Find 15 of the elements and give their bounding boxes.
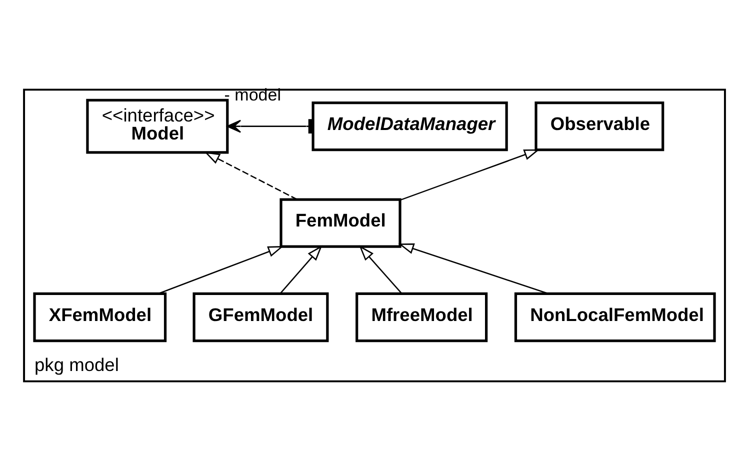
node-box: <<interface>> Model — [86, 98, 229, 154]
arrow — [226, 119, 313, 134]
arrow — [359, 245, 402, 294]
node-box: MfreeModel — [356, 292, 488, 342]
node-box: FemModel — [280, 198, 402, 248]
arrow — [280, 245, 322, 294]
arrow — [398, 243, 548, 294]
arrow — [400, 149, 540, 201]
node-box: Observable — [534, 101, 664, 152]
node-box: XFemModel — [33, 292, 167, 342]
arrow — [204, 152, 298, 200]
arrow — [158, 246, 284, 294]
node-box: ModelDataManager — [312, 101, 508, 152]
node-box: GFemModel — [192, 292, 329, 342]
node-box: NonLocalFemModel — [514, 292, 716, 342]
